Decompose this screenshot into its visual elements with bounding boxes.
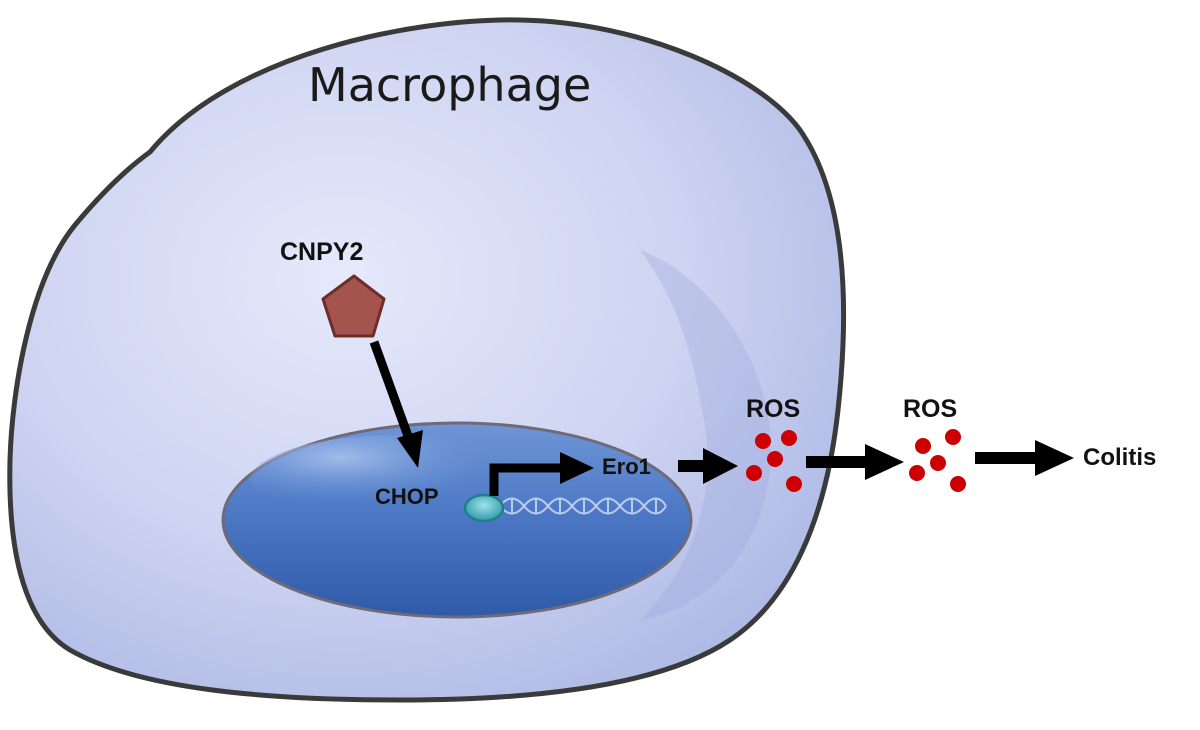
arrow-ero1-to-ros — [678, 448, 738, 484]
ero1-label: Ero1 — [602, 454, 651, 479]
cnpy2-label: CNPY2 — [280, 238, 364, 266]
chop-label: CHOP — [375, 484, 439, 509]
dna-helix-icon — [499, 497, 667, 515]
ros-inside-label: ROS — [746, 395, 801, 423]
cnpy2-pentagon-icon — [321, 274, 386, 338]
cell-title: Macrophage — [308, 58, 592, 112]
promoter-circle-icon — [463, 493, 505, 523]
arrow-cnpy2-to-chop — [369, 340, 423, 468]
ros-dots-outside — [909, 429, 966, 492]
ros-dots-inside — [746, 430, 802, 492]
arrow-ros-to-ros — [806, 444, 904, 480]
arrow-transcription — [489, 452, 594, 496]
ros-outside-label: ROS — [903, 395, 958, 423]
arrow-ros-to-colitis — [975, 440, 1074, 476]
colitis-label: Colitis — [1083, 444, 1157, 471]
cell-shading — [640, 250, 772, 620]
